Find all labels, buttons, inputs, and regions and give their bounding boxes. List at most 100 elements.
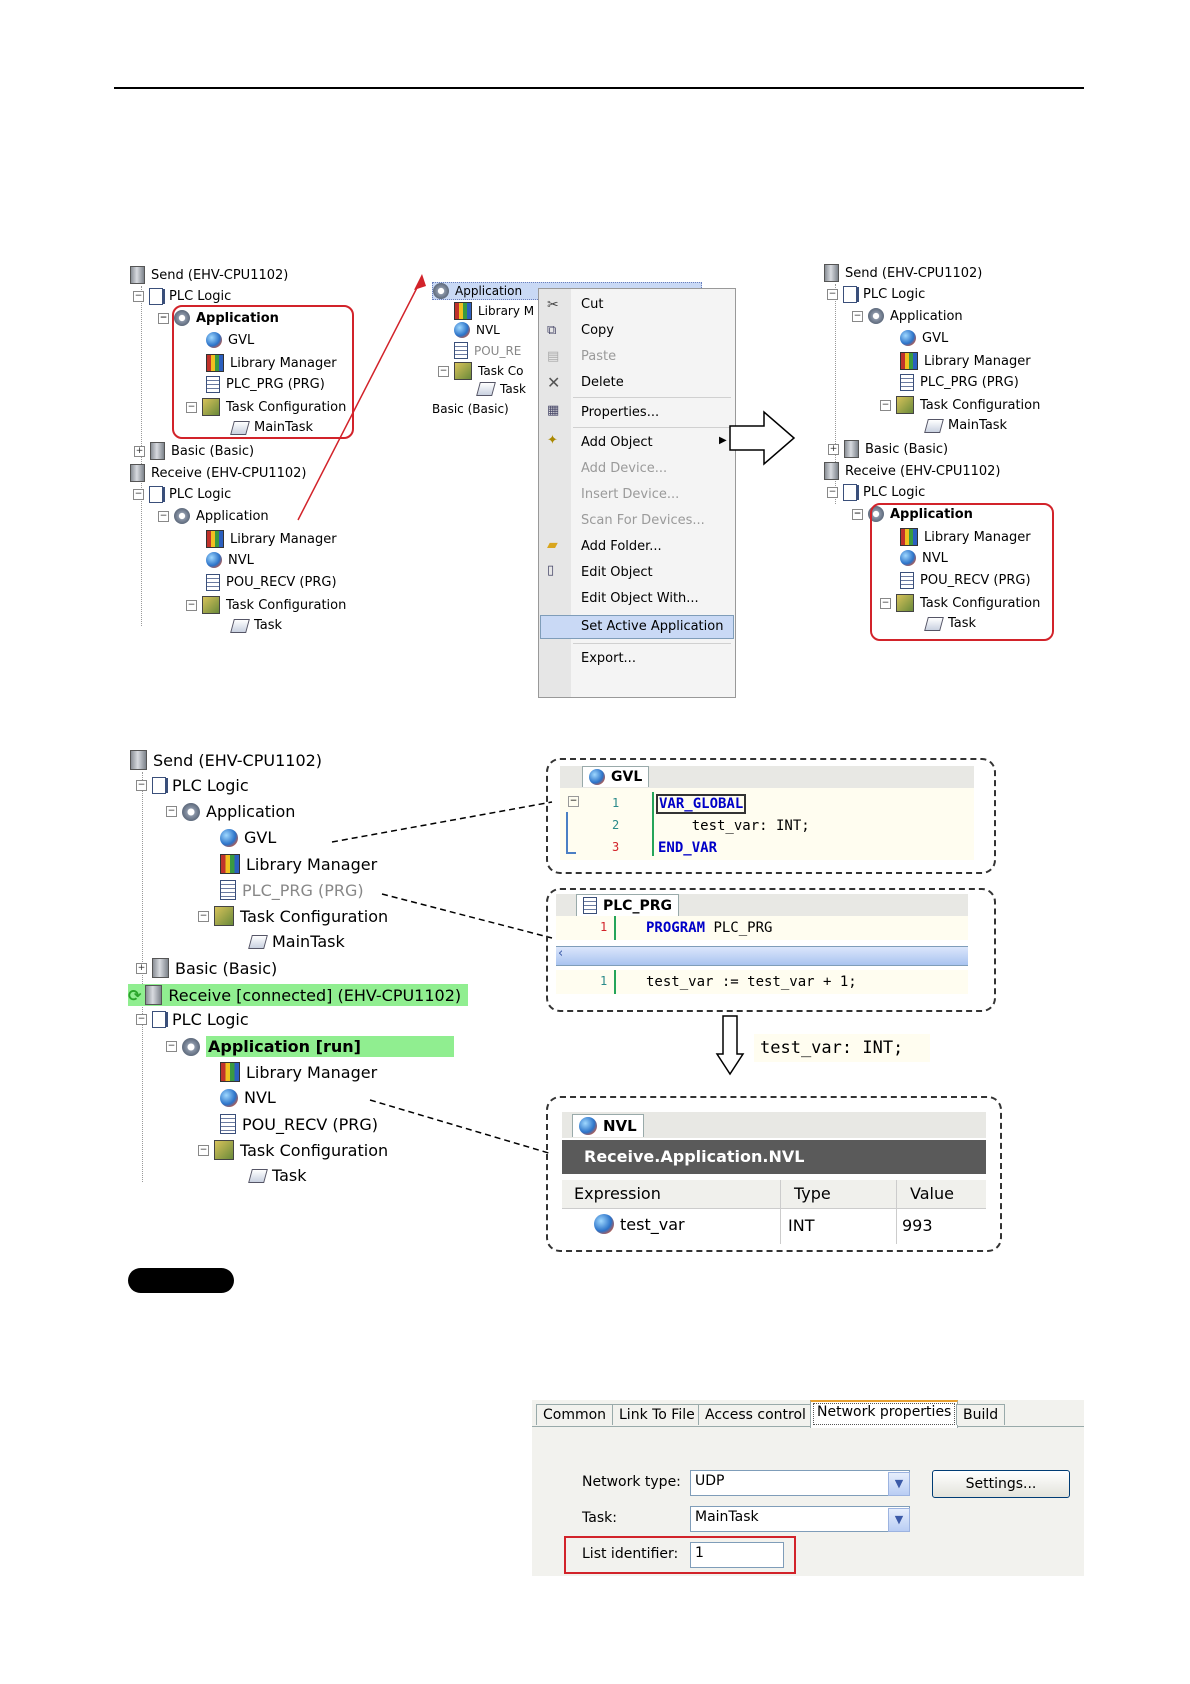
tree-node-gvl[interactable]: GVL [900,330,948,346]
tree-node-task[interactable]: Task [924,616,976,631]
column-header-expression[interactable]: Expression [574,1184,661,1203]
tree-node-plc-prg[interactable]: PLC_PRG (PRG) [900,374,1019,391]
tree-node-plc-logic-2[interactable]: −PLC Logic [827,484,926,501]
chevron-down-icon[interactable]: ▼ [888,1472,910,1496]
menu-item-add-folder[interactable]: Add Folder... [581,539,662,554]
menu-item-insert-device[interactable]: Insert Device... [581,487,680,502]
mini-tree-node-basic[interactable]: Basic (Basic) [432,402,509,416]
tree-node-plc-logic[interactable]: −PLC Logic [133,288,232,305]
tree-node-gvl[interactable]: GVL [220,828,276,847]
tab-access-control[interactable]: Access control [698,1404,813,1425]
tab-common[interactable]: Common [536,1404,614,1425]
tree-node-task-configuration[interactable]: −Task Configuration [880,396,1041,414]
collapse-icon[interactable]: − [852,508,863,520]
gvl-tab[interactable]: GVL [582,766,650,787]
tree-node-application-2[interactable]: −Application [852,506,973,522]
column-header-type[interactable]: Type [794,1184,831,1203]
collapse-icon[interactable]: − [133,489,144,500]
mini-tree-node-library[interactable]: Library M [454,302,534,320]
collapse-icon[interactable]: − [827,289,838,300]
tree-node-receive[interactable]: Receive (EHV-CPU1102) [130,464,307,482]
tree-node-library-manager-2[interactable]: Library Manager [220,1062,377,1082]
collapse-icon[interactable]: − [133,291,144,302]
list-identifier-input[interactable]: 1 [690,1542,784,1568]
tree-node-plc-logic[interactable]: −PLC Logic [827,286,926,303]
collapse-icon[interactable]: − [198,1144,209,1156]
tree-node-library-manager-2[interactable]: Library Manager [206,530,337,548]
chevron-down-icon[interactable]: ▼ [888,1508,910,1532]
collapse-icon[interactable]: − [827,487,838,498]
collapse-icon[interactable]: − [136,780,147,791]
tree-node-task-configuration-2[interactable]: −Task Configuration [198,1140,389,1160]
splitter-scrollbar[interactable] [556,946,968,966]
tab-link-to-file[interactable]: Link To File [612,1404,702,1425]
tab-network-properties[interactable]: Network properties [810,1400,959,1428]
collapse-icon[interactable]: − [186,401,197,413]
tree-node-task-configuration-2[interactable]: −Task Configuration [186,596,347,614]
tree-node-nvl[interactable]: NVL [220,1088,276,1107]
network-type-select[interactable]: UDP [690,1470,910,1496]
menu-item-scan-for-devices[interactable]: Scan For Devices... [581,513,705,528]
tree-node-pou-recv[interactable]: POU_RECV (PRG) [206,574,337,591]
task-select[interactable]: MainTask [690,1506,910,1532]
tree-node-application-2[interactable]: −Application [run] [166,1036,454,1057]
menu-item-edit-object[interactable]: Edit Object [581,565,653,580]
collapse-icon[interactable]: − [852,310,863,322]
menu-item-add-object[interactable]: Add Object [581,435,653,450]
tree-node-plc-prg[interactable]: PLC_PRG (PRG) [206,376,325,393]
tree-node-gvl[interactable]: GVL [206,332,254,348]
nvl-tab[interactable]: NVL [572,1114,644,1137]
tree-node-library-manager[interactable]: Library Manager [220,854,377,874]
tab-build[interactable]: Build [956,1404,1006,1425]
expand-icon[interactable]: + [136,962,147,974]
tree-node-library-manager[interactable]: Library Manager [900,352,1031,370]
settings-button[interactable]: Settings... [932,1470,1070,1498]
tree-node-application[interactable]: −Application [158,310,279,326]
menu-item-add-device[interactable]: Add Device... [581,461,668,476]
collapse-icon[interactable]: − [166,1041,177,1052]
table-row[interactable]: test_var [594,1214,685,1234]
mini-tree-node-task[interactable]: Task [476,382,526,396]
menu-item-copy[interactable]: Copy [581,323,614,338]
plc-prg-tab[interactable]: PLC_PRG [576,894,679,916]
tree-node-send[interactable]: Send (EHV-CPU1102) [130,266,288,284]
menu-item-set-active-application[interactable]: Set Active Application [581,619,724,634]
code-line[interactable]: PROGRAM PLC_PRG [646,920,773,936]
tree-node-main-task[interactable]: MainTask [924,418,1007,433]
tree-node-library-manager-2[interactable]: Library Manager [900,528,1031,546]
collapse-icon[interactable]: − [880,399,891,411]
tree-node-application-2[interactable]: −Application [158,508,269,524]
tree-node-plc-logic-2[interactable]: −PLC Logic [136,1010,249,1029]
tree-node-plc-logic-2[interactable]: −PLC Logic [133,486,232,503]
tree-node-basic[interactable]: +Basic (Basic) [136,958,278,978]
expand-icon[interactable]: + [828,443,839,455]
tree-node-receive[interactable]: Receive (EHV-CPU1102) [824,462,1001,480]
collapse-icon[interactable]: − [568,796,579,807]
column-header-value[interactable]: Value [910,1184,954,1203]
scroll-left-icon[interactable]: ‹ [558,946,564,961]
tree-node-nvl[interactable]: NVL [206,552,254,568]
expand-icon[interactable]: + [134,445,145,457]
mini-tree-node-nvl[interactable]: NVL [454,322,500,338]
menu-item-export[interactable]: Export... [581,651,636,666]
collapse-icon[interactable]: − [136,1014,147,1025]
tree-node-send[interactable]: Send (EHV-CPU1102) [824,264,982,282]
collapse-icon[interactable]: − [158,510,169,522]
tree-node-pou-recv[interactable]: POU_RECV (PRG) [900,572,1031,589]
tree-node-application[interactable]: −Application [166,802,296,821]
tree-node-task-configuration[interactable]: −Task Configuration [198,906,389,926]
code-line[interactable]: test_var := test_var + 1; [646,974,857,990]
menu-item-cut[interactable]: Cut [581,297,604,312]
tree-node-main-task[interactable]: MainTask [248,932,345,951]
tree-node-receive[interactable]: ⟳Receive [connected] (EHV-CPU1102) [128,984,468,1006]
tree-node-basic[interactable]: +Basic (Basic) [134,442,255,460]
tree-node-application[interactable]: −Application [852,308,963,324]
tree-node-task[interactable]: Task [230,618,282,633]
menu-item-edit-object-with[interactable]: Edit Object With... [581,591,699,606]
menu-item-delete[interactable]: Delete [581,375,624,390]
collapse-icon[interactable]: − [880,597,891,609]
collapse-icon[interactable]: − [166,806,177,817]
tree-node-send[interactable]: Send (EHV-CPU1102) [130,750,322,770]
tree-node-plc-prg[interactable]: PLC_PRG (PRG) [220,880,364,900]
tree-node-nvl[interactable]: NVL [900,550,948,566]
